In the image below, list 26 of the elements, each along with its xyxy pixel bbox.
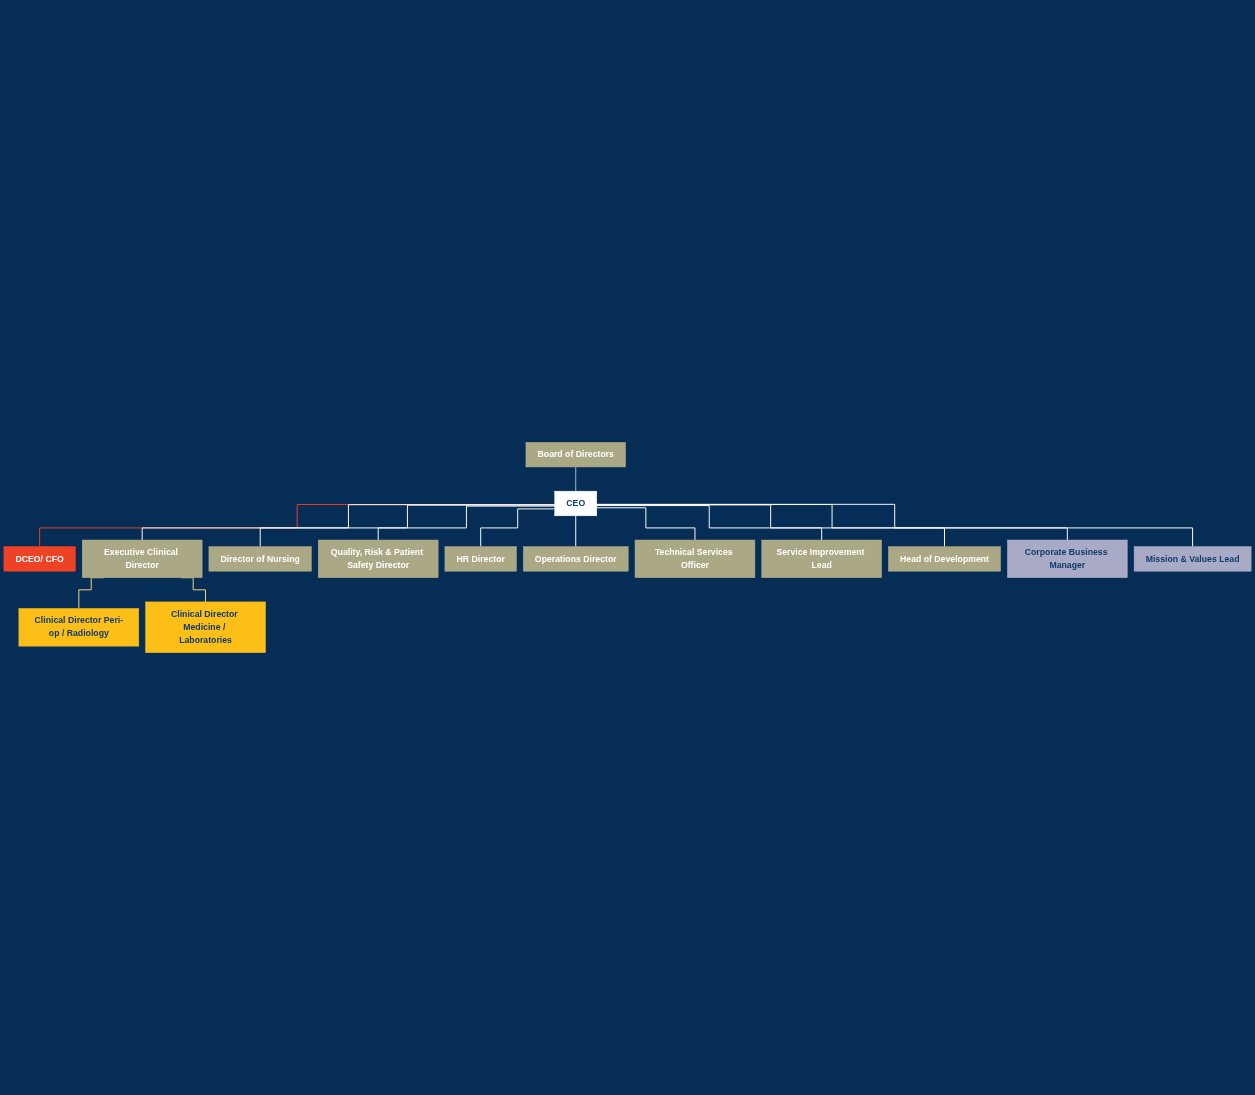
node-box: Technical Services Officer: [634, 539, 756, 578]
connector: [141, 504, 556, 541]
node-box: Clinical Director Peri-op / Radiology: [18, 608, 140, 647]
connector: [596, 503, 1194, 547]
node-box: Director of Nursing: [208, 546, 312, 572]
connector: [596, 504, 1068, 541]
connector: [575, 515, 577, 547]
node-box: Executive Clinical Director: [82, 539, 203, 578]
node-box: Mission & Values Lead: [1133, 546, 1252, 572]
node-box: Clinical Director Medicine / Laboratories: [145, 601, 266, 653]
node-box: Head of Development: [888, 546, 1001, 572]
node-box: Board of Directors: [525, 442, 626, 468]
node-box: Corporate Business Manager: [1007, 539, 1128, 578]
node-box: Quality, Risk & Patient Safety Director: [317, 539, 439, 578]
node-box: HR Director: [444, 546, 517, 572]
node-box: Service Improvement Lead: [761, 539, 882, 578]
connector: [596, 507, 696, 541]
node-box: CEO: [554, 490, 598, 517]
node-box: DCEO/ CFO: [3, 546, 76, 572]
connector: [575, 466, 577, 492]
connector: [377, 505, 556, 541]
connector: [596, 504, 945, 547]
node-box: Operations Director: [523, 546, 629, 572]
connector: [259, 504, 556, 547]
connector: [596, 505, 823, 541]
connector: [480, 508, 556, 547]
